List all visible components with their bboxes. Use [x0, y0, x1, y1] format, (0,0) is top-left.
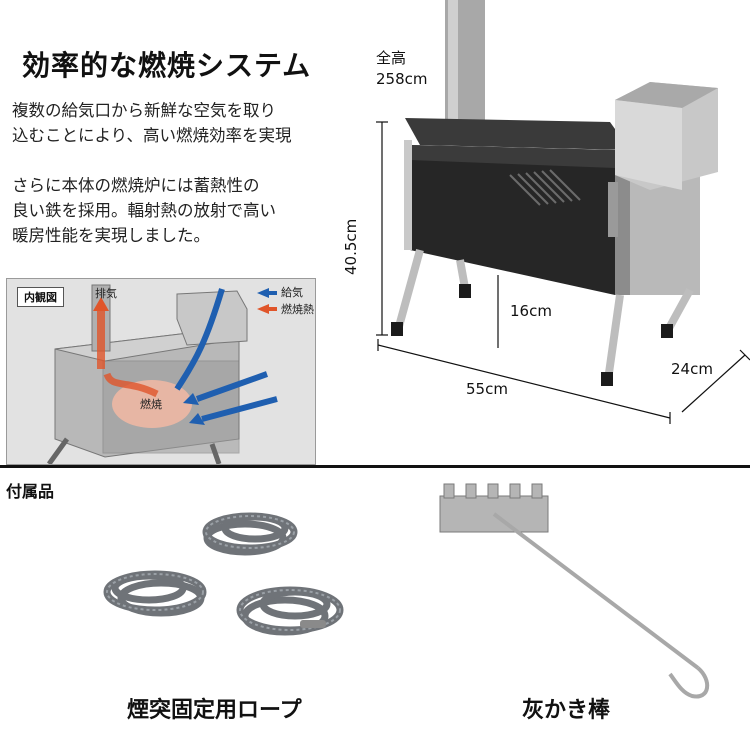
exhaust-label: 排気: [95, 287, 117, 300]
rope-image: [103, 512, 344, 636]
stove-product-image: [376, 0, 750, 424]
accessories-label: 付属品: [6, 482, 55, 501]
legend-heat: 燃焼熱: [281, 303, 314, 316]
poker-caption: 灰かき棒: [522, 698, 611, 723]
depth-dimension: 24cm: [671, 360, 713, 378]
description-paragraph-1: 複数の給気口から新鮮な空気を取り 込むことにより、高い燃焼効率を実現: [12, 101, 292, 145]
ash-poker-image: [439, 483, 709, 699]
legend-air: 給気: [281, 286, 303, 299]
combustion-label: 燃焼: [140, 398, 162, 411]
internal-view-diagram: 内観図 排気 給気 燃焼熱 燃焼: [6, 278, 316, 465]
description-paragraph-2: さらに本体の燃焼炉には蓄熱性の 良い鉄を採用。輻射熱の放射で高い 暖房性能を実現…: [12, 176, 276, 245]
rope-caption: 煙突固定用ロープ: [127, 698, 302, 723]
section-divider: [0, 465, 750, 468]
total-height-value: 258cm: [376, 70, 428, 88]
internal-view-illustration: [46, 284, 278, 464]
leg-height-dimension: 16cm: [510, 302, 552, 320]
width-dimension: 55cm: [466, 380, 508, 398]
section-title: 効率的な燃焼システム: [22, 49, 312, 82]
diagram-badge: 内観図: [17, 287, 64, 307]
height-dimension: 40.5cm: [342, 218, 360, 275]
total-height-label: 全高: [376, 49, 407, 67]
